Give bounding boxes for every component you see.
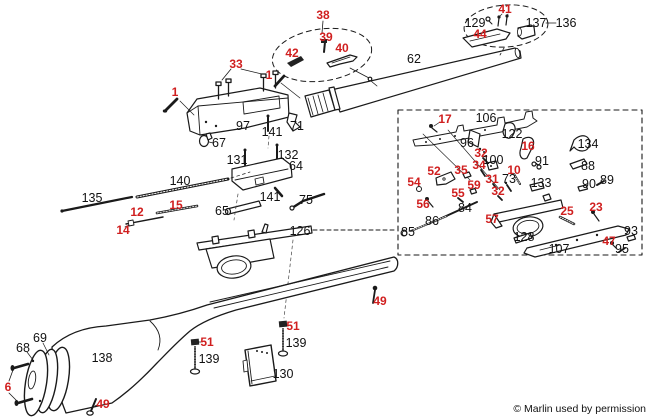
screw-51-139-right xyxy=(277,320,289,357)
magazine-130 xyxy=(242,344,277,387)
action-detail-box xyxy=(397,109,643,258)
part-67 xyxy=(198,132,214,148)
alignment-lines xyxy=(233,135,294,319)
bolt-64-group xyxy=(231,112,326,211)
pin-1-right xyxy=(273,74,301,99)
rear-sight-detail-44 xyxy=(462,4,557,56)
receiver-97 xyxy=(186,87,290,136)
buttplate-screws-6 xyxy=(8,362,34,406)
credit-text: © Marlin used by permission xyxy=(513,403,646,415)
front-sight-detail-38 xyxy=(271,20,378,87)
screw-51-139-left xyxy=(189,338,202,375)
screw-49-left xyxy=(86,398,98,416)
screw-49-right xyxy=(372,285,378,304)
barrel-62 xyxy=(304,47,522,118)
magazine-tube-group xyxy=(60,171,262,228)
trigger-guard-126 xyxy=(196,223,398,279)
pin-1-left xyxy=(162,97,195,116)
stock-138 xyxy=(51,256,399,414)
